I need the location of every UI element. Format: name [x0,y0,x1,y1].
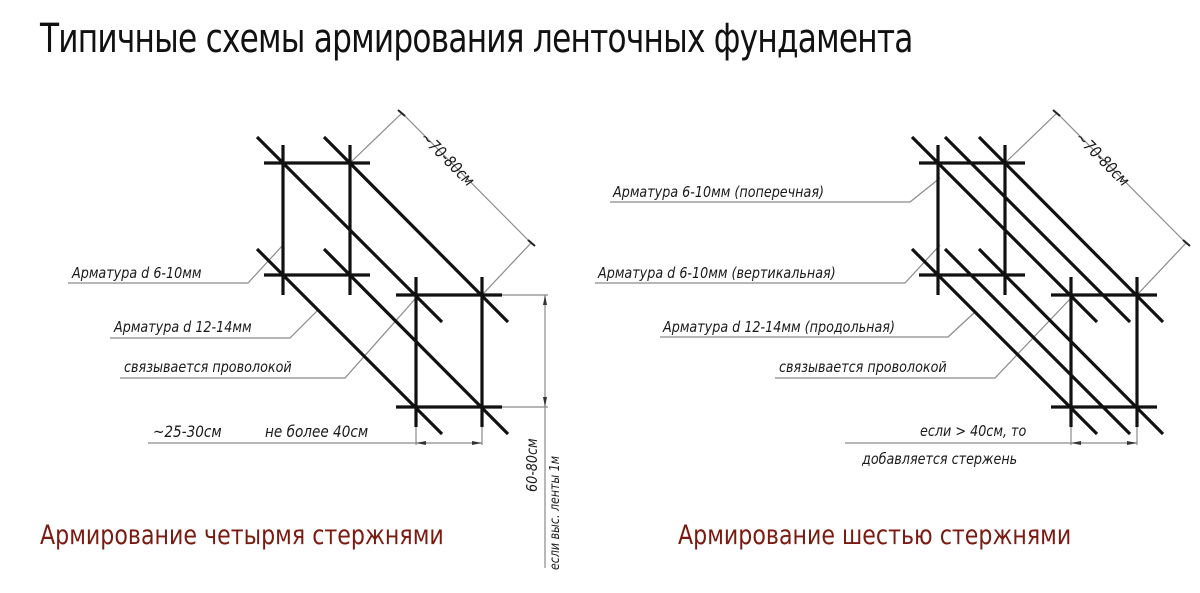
label-max-width: не более 40см [265,422,369,441]
right-diagram [595,109,1191,445]
right-rebars [910,135,1165,436]
label-spacing: ~25-30см [153,422,222,441]
left-leader-lines [68,112,548,568]
right-leader-lines [595,112,1187,445]
label-extra-rod-line1: если > 40см, то [920,422,1027,440]
label-rebar-vertical: Арматура d 6-10мм (вертикальная) [598,264,836,282]
caption-six-rods: Армирование шестью стержнями [678,520,1072,551]
caption-four-rods: Армирование четырмя стержнями [40,520,444,551]
label-rebar-large: Арматура d 12-14мм [114,318,252,336]
left-rebars [255,135,510,436]
label-height: 60-80см [523,438,541,492]
label-rebar-transverse: Арматура 6-10мм (поперечная) [613,183,824,201]
page-title: Типичные схемы армирования ленточных фун… [40,16,913,62]
left-dimension-ticks [397,109,547,445]
label-height-note: если выс. ленты 1м [548,455,563,570]
right-dimension-ticks [1052,109,1191,445]
label-rebar-small: Арматура d 6-10мм [72,264,202,282]
label-rebar-longitudinal: Арматура d 12-14мм (продольная) [663,318,895,336]
label-tied-wire-right: связывается проволокой [779,358,947,376]
label-extra-rod-line2: добавляется стержень [862,450,1018,468]
left-diagram [68,109,548,568]
label-tied-wire: связывается проволокой [124,358,292,376]
